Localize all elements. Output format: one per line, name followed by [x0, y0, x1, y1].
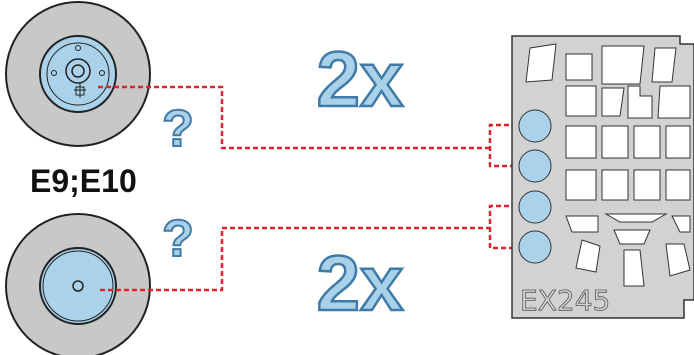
canopy-mask [627, 85, 653, 119]
canopy-mask [623, 249, 645, 287]
bottom-wheel [5, 213, 151, 355]
canopy-mask [601, 45, 645, 85]
canopy-masks [525, 43, 691, 287]
canopy-mask [601, 125, 629, 159]
top-sheet-bracket [488, 123, 525, 168]
mask-sheet: EX245 [511, 35, 694, 319]
wheel-mask [518, 149, 552, 183]
canopy-mask [525, 43, 557, 83]
canopy-mask [613, 229, 651, 245]
top-connector [98, 85, 490, 150]
canopy-mask [665, 125, 691, 159]
canopy-mask [565, 169, 597, 201]
canopy-mask [671, 215, 691, 233]
bottom-question-mark: ? [162, 210, 194, 268]
canopy-mask [565, 125, 597, 159]
bottom-connector [100, 226, 490, 292]
canopy-mask [601, 87, 625, 117]
canopy-mask [665, 243, 691, 277]
canopy-mask [575, 239, 601, 273]
bottom-wheel-axle [72, 280, 84, 292]
bottom-quantity-label: 2x [317, 239, 404, 327]
canopy-mask [601, 169, 629, 201]
canopy-mask [565, 85, 597, 117]
top-wheel-hub-inner-ring [46, 42, 110, 106]
top-wheel-axle-inner [71, 64, 85, 78]
canopy-mask [665, 169, 691, 201]
top-wheel-axle-outer [65, 58, 91, 84]
top-wheel [5, 1, 151, 147]
canopy-mask [633, 169, 661, 201]
bottom-wheel-hub-inner-ring [42, 250, 114, 322]
wheel-mask [518, 230, 552, 264]
canopy-mask [565, 215, 599, 233]
canopy-mask [633, 125, 661, 159]
top-question-mark: ? [162, 100, 194, 158]
top-wheel-bolt [51, 70, 57, 76]
wheel-mask [518, 190, 552, 224]
top-wheel-bolt [75, 45, 81, 51]
mask-sheet-code: EX245 [520, 284, 610, 317]
top-wheel-hub [39, 35, 117, 113]
canopy-mask [657, 85, 691, 119]
canopy-mask [565, 53, 593, 81]
connector-lines [98, 85, 525, 292]
bottom-wheel-hub [39, 247, 117, 325]
top-quantity-label: 2x [317, 35, 404, 123]
part-code-label: E9;E10 [30, 163, 137, 199]
canopy-mask [604, 213, 668, 223]
top-wheel-bolt [99, 70, 105, 76]
bottom-sheet-bracket [488, 204, 525, 250]
wheel-mask [518, 109, 552, 143]
canopy-mask [651, 47, 677, 83]
